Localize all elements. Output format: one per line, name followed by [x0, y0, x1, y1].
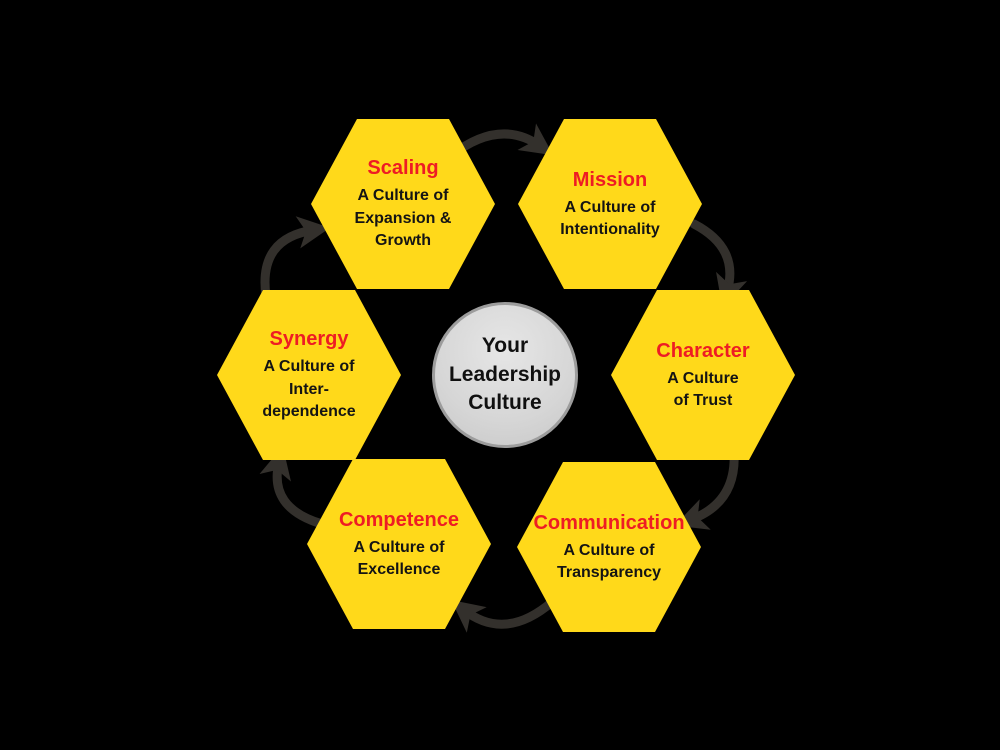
hexagon-synergy-subtitle: A Culture of Inter- dependence	[262, 358, 356, 421]
hexagon-character-subtitle: A Culture of Trust	[667, 369, 739, 409]
hexagon-mission: Mission A Culture of Intentionality	[518, 119, 702, 289]
center-circle: Your Leadership Culture	[432, 302, 578, 448]
hexagon-communication-title: Communication	[533, 511, 685, 534]
center-label: Your Leadership Culture	[448, 334, 562, 415]
arrow-mission-to-character	[689, 219, 748, 308]
hexagon-scaling-title: Scaling	[367, 157, 439, 180]
hexagon-synergy-title: Synergy	[269, 328, 349, 351]
hexagon-communication-subtitle: A Culture of Transparency	[556, 541, 662, 581]
hexagon-competence-subtitle: A Culture of Excellence	[353, 538, 445, 578]
hexagon-mission-subtitle: A Culture of Intentionality	[560, 198, 660, 238]
hexagon-scaling-subtitle: A Culture of Expansion & Growth	[354, 187, 452, 250]
arrow-character-to-communication	[674, 447, 739, 530]
hexagon-character-title: Character	[656, 339, 750, 362]
hexagon-competence-title: Competence	[338, 508, 460, 531]
hexagon-mission-title: Mission	[572, 168, 648, 191]
arrow-competence-to-synergy	[259, 446, 327, 529]
arrow-synergy-to-scaling	[260, 216, 331, 301]
hexagon-character: Character A Culture of Trust	[611, 290, 795, 460]
arrow-communication-to-competence	[451, 597, 557, 633]
hexagon-communication: Communication A Culture of Transparency	[517, 462, 701, 632]
